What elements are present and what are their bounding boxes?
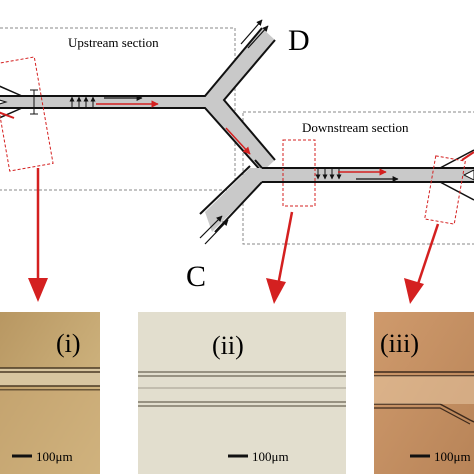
downstream-channel bbox=[199, 149, 474, 245]
outlet-c-label: C bbox=[186, 260, 206, 293]
micrograph-panel-ii: (ii) 100μm bbox=[138, 312, 346, 474]
arrowhead-i bbox=[28, 278, 48, 302]
panel-ii-scale-label: 100μm bbox=[252, 449, 289, 464]
upstream-label: Upstream section bbox=[68, 35, 159, 50]
arrowhead-ii bbox=[266, 278, 286, 304]
panel-iii-scale-label: 100μm bbox=[434, 449, 471, 464]
micrograph-panel-i: (i) 100μm bbox=[0, 312, 100, 474]
panel-i-label: (i) bbox=[56, 329, 81, 358]
arrowhead-iii bbox=[404, 278, 424, 304]
panel-i-scale-label: 100μm bbox=[36, 449, 73, 464]
panel-iii-label: (iii) bbox=[380, 329, 419, 358]
region-iii-marker bbox=[424, 155, 466, 225]
outlet-d-label: D bbox=[288, 24, 310, 57]
region-ii-marker bbox=[282, 139, 316, 207]
panel-ii-label: (ii) bbox=[212, 331, 244, 360]
upstream-channel bbox=[0, 19, 276, 173]
micrograph-panel-iii: (iii) 100μm bbox=[374, 312, 474, 474]
upstream-section-box bbox=[0, 27, 236, 191]
region-i-marker bbox=[0, 56, 54, 172]
downstream-label: Downstream section bbox=[302, 120, 409, 135]
